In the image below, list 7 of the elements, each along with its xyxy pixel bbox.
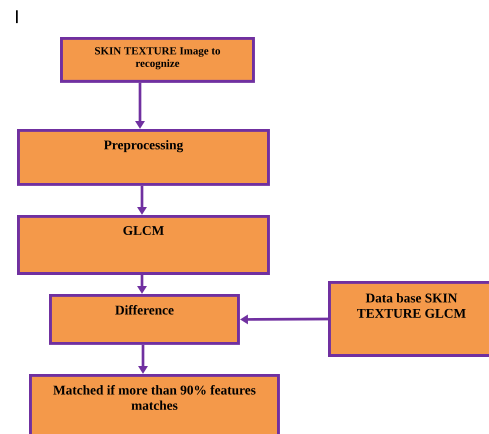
process-box: Preprocessing: [17, 129, 270, 186]
process-box: Difference: [49, 294, 240, 345]
process-box: GLCM: [17, 215, 270, 275]
process-box: Data base SKIN TEXTURE GLCM: [328, 281, 489, 357]
label: I: [16, 10, 18, 24]
process-box: SKIN TEXTURE Image to recognize: [60, 37, 255, 83]
process-box: Matched if more than 90% features matches: [29, 374, 280, 434]
